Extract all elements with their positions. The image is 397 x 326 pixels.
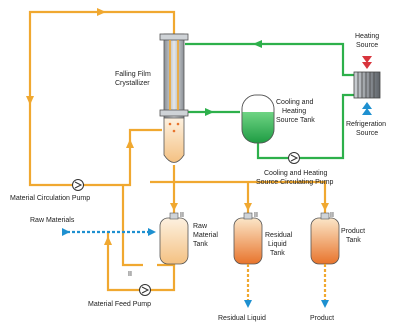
material-circulation-pump: [72, 179, 84, 191]
residual-tank-label-1: Residual: [265, 232, 293, 239]
valve-mark-residual: II: [254, 212, 258, 219]
product-tank-label-2: Tank: [346, 237, 361, 244]
cooling-tank-label-2: Heating: [282, 108, 306, 115]
product-header-line: [174, 180, 327, 213]
residual-tank-label-2: Liquid: [268, 241, 287, 248]
falling-film-label-1: Falling Film: [115, 71, 151, 78]
residual-liquid-label: Residual Liquid: [218, 315, 266, 322]
green-arrow-mid: [205, 108, 214, 116]
arrow-up-feed: [104, 236, 112, 245]
material-circ-pump-label: Material Circulation Pump: [10, 195, 90, 202]
material-feed-pump: [139, 284, 151, 296]
heating-source-label-1: Heating: [355, 33, 379, 40]
refrigeration-label-2: Source: [356, 130, 378, 137]
valve-mark-feed: II: [128, 271, 132, 278]
cooling-heating-source-tank: [241, 94, 275, 144]
raw-tank-label-1: Raw: [193, 223, 208, 230]
product-tank-label-1: Product: [341, 228, 365, 235]
arrow-right-top: [97, 8, 106, 16]
crystallizer-bottom-outlet: [150, 165, 176, 184]
heating-down-arrow-1: [362, 56, 372, 63]
product-tank: [310, 212, 340, 265]
refrig-up-arrow-2: [362, 108, 372, 115]
refrigeration-label-1: Refrigeration: [346, 121, 386, 128]
green-arrows: [205, 40, 262, 116]
product-outlet: [321, 264, 329, 308]
green-top-line: [185, 42, 358, 77]
valve-mark-raw: II: [180, 212, 184, 219]
raw-tank-label-2: Material: [193, 232, 218, 239]
falling-film-label-2: Crystallizer: [115, 80, 150, 87]
green-loop: [185, 42, 358, 160]
circ-pump-label-2: Source Circulating Pump: [256, 179, 334, 186]
feed-return-line: [121, 185, 143, 267]
heating-source-label-2: Source: [356, 42, 378, 49]
recirculation-line-return: [83, 128, 162, 187]
heating-down-arrow-2: [362, 62, 372, 69]
cooling-tank-label-3: Source Tank: [276, 117, 315, 124]
valve-mark-product: II: [330, 212, 334, 219]
arrow-down-left: [26, 96, 34, 105]
raw-tank-label-3: Tank: [193, 241, 208, 248]
raw-materials-label: Raw Materials: [30, 217, 75, 224]
refrigeration-arrows: [362, 102, 372, 115]
green-arrow-top: [253, 40, 262, 48]
refrig-up-arrow-1: [362, 102, 372, 109]
raw-material-tank: [159, 212, 189, 265]
falling-film-crystallizer: [159, 33, 189, 163]
circ-pump-label-1: Cooling and Heating: [264, 170, 328, 177]
feed-loop-line: [106, 232, 140, 292]
arrow-down-product: [321, 203, 329, 211]
feed-loop-return: [150, 262, 176, 292]
feed-pump-label: Material Feed Pump: [88, 301, 151, 308]
raw-materials-inlet: [62, 228, 156, 236]
arrow-down-residual: [244, 203, 252, 211]
residual-outlet: [244, 264, 252, 308]
residual-tank-label-3: Tank: [270, 250, 285, 257]
residual-liquid-tank: [233, 212, 263, 265]
material-circulation-loop: [28, 10, 327, 292]
product-label: Product: [310, 315, 334, 322]
green-pump-to-hx: [300, 93, 358, 160]
cooling-heating-circ-pump: [288, 152, 300, 164]
cooling-tank-label-1: Cooling and: [276, 99, 313, 106]
heating-arrows: [362, 56, 372, 69]
arrow-down-raw: [170, 203, 178, 211]
recirculation-line-top: [28, 10, 176, 187]
arrow-up-return: [126, 139, 134, 148]
heat-exchanger-coil: [353, 71, 381, 99]
material-arrows: [26, 8, 329, 245]
